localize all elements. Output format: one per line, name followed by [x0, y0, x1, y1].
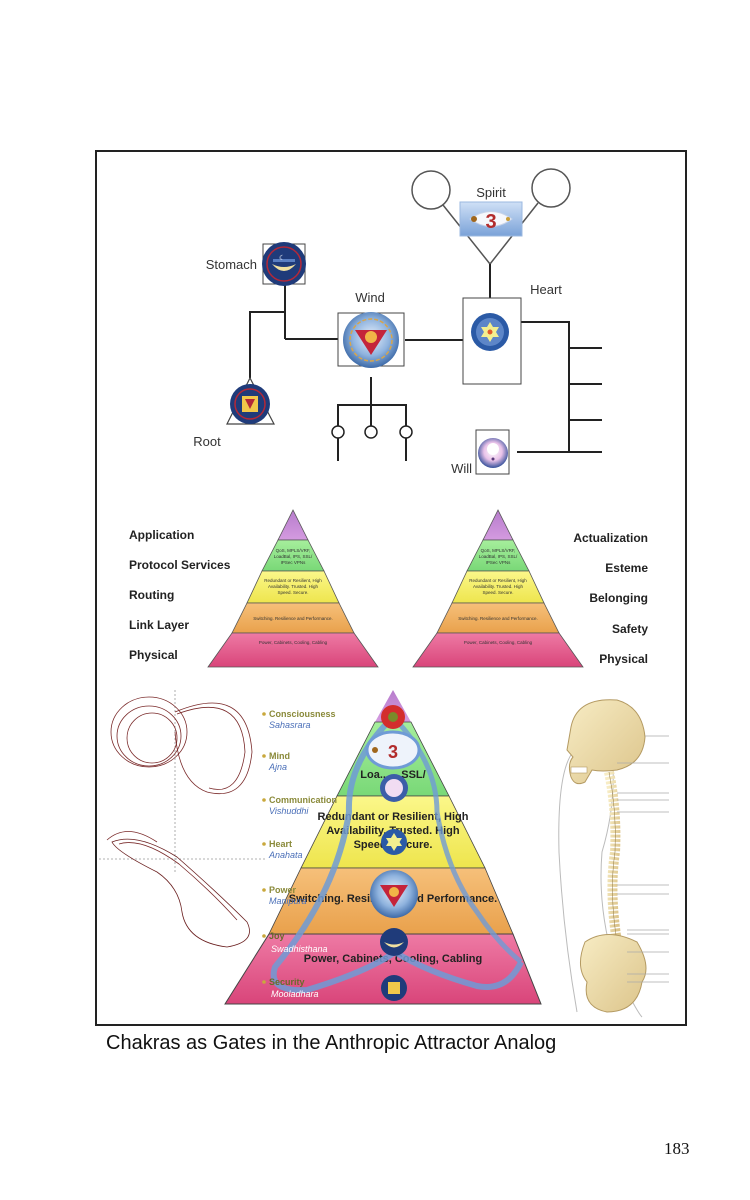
wind-label: Wind	[355, 290, 385, 305]
chakra-label-security: Security	[269, 977, 305, 987]
chakra-sanskrit-vishuddhi: Vishuddhi	[269, 806, 309, 816]
osi-tier-2-text-line: LoadBal, IPS, SSL/	[274, 554, 313, 559]
chakra-tier-5-text: Power, Cabinets, Cooling, Cabling	[304, 953, 482, 965]
spirit-right-node	[531, 168, 571, 208]
attractor-loop	[126, 712, 178, 764]
chakra-tier-3-text: Redundant or Resilient, High	[318, 811, 469, 823]
chakra-tier-5	[224, 933, 542, 1005]
chakra-sanskrit-swadhisthana: Swadhisthana	[271, 944, 328, 954]
maslow-label-belonging: Belonging	[589, 591, 648, 605]
chakra-sanskrit-manipura: Manipura	[269, 896, 307, 906]
maslow-tier-4-text: Switching. Resilience and Performance.	[458, 616, 538, 621]
spirit-left-node	[411, 170, 451, 210]
om-symbol-icon: 3	[485, 211, 496, 233]
energy-flow-path	[270, 714, 524, 994]
wind-child-node	[331, 425, 345, 439]
lorenz-attractor-plot	[99, 690, 267, 948]
spirit-node: 3 Spirit	[459, 185, 523, 237]
chakra-sanskrit-sahasrara: Sahasrara	[269, 720, 311, 730]
heart-label: Heart	[530, 282, 562, 297]
vertebral-column-outline	[608, 771, 618, 943]
chakra-labels: Consciousness Sahasrara Mind Ajna Commun…	[262, 709, 337, 999]
chakra-label-joy: Joy	[269, 931, 285, 941]
osi-tier-5	[207, 632, 379, 668]
osi-label-protocol-services: Protocol Services	[129, 558, 231, 572]
chakra-pyramid: Q... ..., Loa... ...SSL/ Redundant or Re…	[224, 690, 542, 1005]
osi-tier-3-text: Redundant or Resilient, High	[264, 578, 322, 583]
chakra-label-heart: Heart	[269, 839, 292, 849]
heart-node: Heart	[462, 282, 562, 385]
osi-tier-2-text-line: IPSec VPNs	[281, 560, 307, 565]
osi-label-routing: Routing	[129, 588, 174, 602]
osi-label-link-layer: Link Layer	[129, 618, 189, 632]
osi-tier-1	[277, 509, 309, 541]
chakra-network-diagram	[249, 168, 602, 461]
attractor-loop	[111, 838, 250, 948]
maslow-label-actualization: Actualization	[573, 531, 648, 545]
chakra-label-power: Power	[269, 885, 297, 895]
maslow-tier-2-text: QoS, MPLS/VRF,	[481, 548, 516, 553]
wind-child-node	[399, 425, 413, 439]
osi-tier-4-text: Switching. Resilience and Performance.	[253, 616, 333, 621]
maslow-tier-2-text-line: IPSec VPNs	[486, 560, 512, 565]
figure-canvas: 3 Spirit ☾ Stomach Wind Heart Root	[99, 168, 669, 1018]
figure-caption: Chakras as Gates in the Anthropic Attrac…	[106, 1032, 557, 1054]
attractor-loop	[118, 842, 238, 921]
maslow-tier-5	[412, 632, 584, 668]
page-number: 183	[664, 1139, 690, 1158]
osi-tier-2-text: QoS, MPLS/VRF,	[276, 548, 311, 553]
spine-skeleton-illustration	[558, 699, 669, 1018]
root-node: Root	[193, 376, 275, 449]
chakra-label-mind: Mind	[269, 751, 290, 761]
stomach-label: Stomach	[206, 257, 257, 272]
chakra-sanskrit-ajna: Ajna	[268, 762, 287, 772]
osi-tier-5-text: Power, Cabinets, Cooling, Cabling	[259, 640, 328, 645]
chakra-sanskrit-anahata: Anahata	[268, 850, 303, 860]
wind-child-node	[364, 425, 378, 439]
figure-frame: 3 Spirit ☾ Stomach Wind Heart Root	[95, 150, 687, 1026]
osi-tier-3-text-line: Speed. Secure.	[277, 590, 308, 595]
moon-icon: ☾	[279, 254, 285, 262]
stomach-node: ☾ Stomach	[206, 242, 306, 286]
maslow-tier-3-text: Redundant or Resilient, High	[469, 578, 527, 583]
energy-flow-path	[391, 715, 523, 964]
root-label: Root	[193, 434, 221, 449]
osi-layers-pyramid: Application Protocol Services Routing Li…	[129, 509, 379, 668]
maslow-label-physical: Physical	[599, 652, 648, 666]
spirit-label: Spirit	[476, 185, 506, 200]
maslow-tier-5-text: Power, Cabinets, Cooling, Cabling	[464, 640, 533, 645]
attractor-loop	[106, 831, 158, 843]
third-eye-chakra-icon	[365, 730, 421, 770]
attractor-loop	[176, 706, 246, 790]
label-leader-lines	[617, 735, 669, 983]
maslow-tier-2-text-line: LoadBal, IPS, SSL/	[479, 554, 518, 559]
osi-label-application: Application	[129, 528, 194, 542]
will-node: Will	[451, 429, 510, 476]
wind-node: Wind	[337, 290, 405, 368]
chakra-label-communication: Communication	[269, 795, 337, 805]
chakra-sanskrit-mooladhara: Mooladhara	[271, 989, 319, 999]
pelvis-icon	[580, 934, 647, 1013]
osi-label-physical: Physical	[129, 648, 178, 662]
body-outline	[558, 751, 578, 1013]
osi-tier-3-text-line: Availability. Trusted. High	[268, 584, 319, 589]
maslow-tier-3-text-line: Speed. Secure.	[482, 590, 513, 595]
attractor-loop	[116, 705, 182, 767]
attractor-loop	[174, 702, 253, 794]
sacral-chakra-icon	[380, 928, 408, 956]
maslow-label-esteme: Esteme	[605, 561, 648, 575]
maslow-label-safety: Safety	[612, 622, 648, 636]
stomach-root-link	[249, 311, 285, 378]
maslow-tier-3-text-line: Availability. Trusted. High	[473, 584, 524, 589]
om-symbol-icon: 3	[388, 742, 398, 762]
maslow-hierarchy-pyramid: QoS, MPLS/VRF, LoadBal, IPS, SSL/ IPSec …	[412, 509, 648, 668]
heart-bus	[521, 321, 570, 452]
teeth-icon	[570, 766, 588, 774]
chakra-label-consciousness: Consciousness	[269, 709, 336, 719]
will-label: Will	[451, 461, 472, 476]
maslow-tier-1	[482, 509, 514, 541]
attractor-loop	[110, 696, 188, 768]
